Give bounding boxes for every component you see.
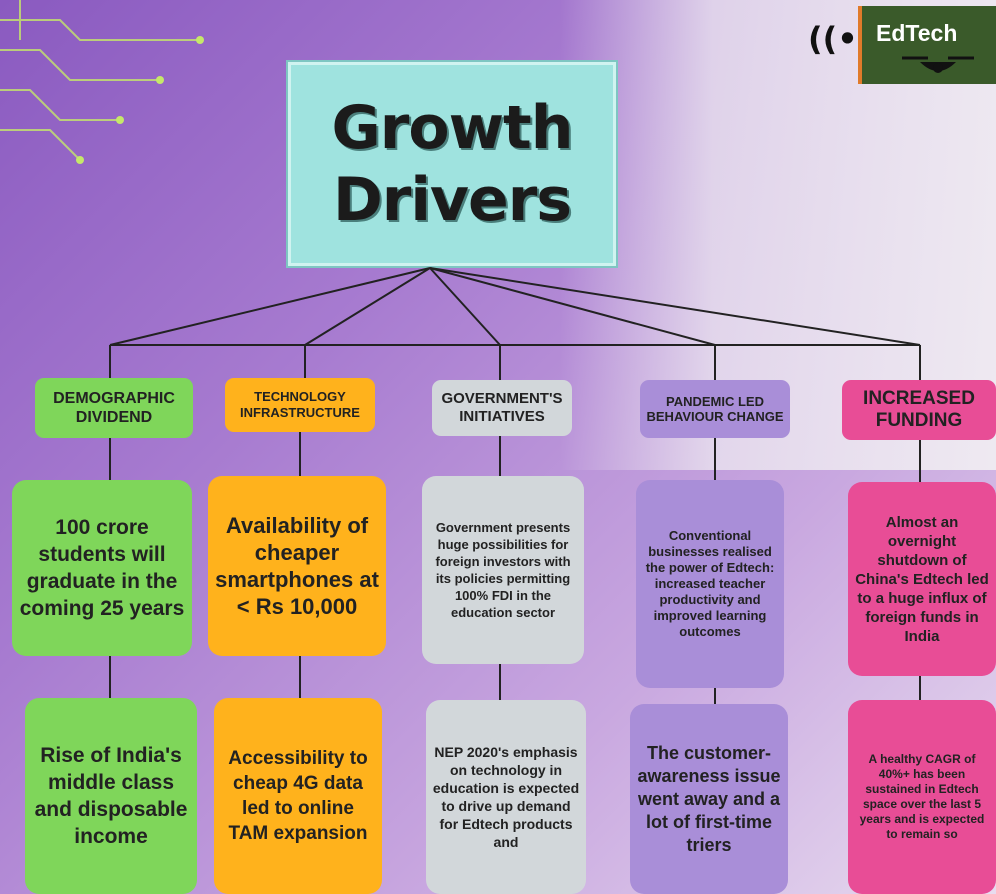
title-box: Growth Drivers (288, 62, 616, 266)
category-technology: TECHNOLOGY INFRASTRUCTURE (225, 378, 375, 432)
edtech-badge: EdTech (858, 6, 996, 84)
page-title: Growth Drivers (331, 93, 574, 235)
category-demographic: DEMOGRAPHIC DIVIDEND (35, 378, 193, 438)
category-pandemic: PANDEMIC LED BEHAVIOUR CHANGE (640, 380, 790, 438)
funding-box-1: Almost an overnight shutdown of China's … (848, 482, 996, 676)
pandemic-box-2: The customer-awareness issue went away a… (630, 704, 788, 894)
category-government: GOVERNMENT'S INITIATIVES (432, 380, 572, 436)
technology-box-2: Accessibility to cheap 4G data led to on… (214, 698, 382, 894)
demographic-box-2: Rise of India's middle class and disposa… (25, 698, 197, 894)
circuit-decoration (0, 0, 204, 164)
broadcast-icon: ((• (808, 20, 858, 58)
government-box-1: Government presents huge possibilities f… (422, 476, 584, 664)
demographic-box-1: 100 crore students will graduate in the … (12, 480, 192, 656)
government-box-2: NEP 2020's emphasis on technology in edu… (426, 700, 586, 894)
technology-box-1: Availability of cheaper smartphones at <… (208, 476, 386, 656)
drone-icon (902, 56, 974, 73)
category-funding: INCREASED FUNDING (842, 380, 996, 440)
edtech-badge-label: EdTech (876, 20, 958, 46)
funding-box-2: A healthy CAGR of 40%+ has been sustaine… (848, 700, 996, 894)
pandemic-box-1: Conventional businesses realised the pow… (636, 480, 784, 688)
